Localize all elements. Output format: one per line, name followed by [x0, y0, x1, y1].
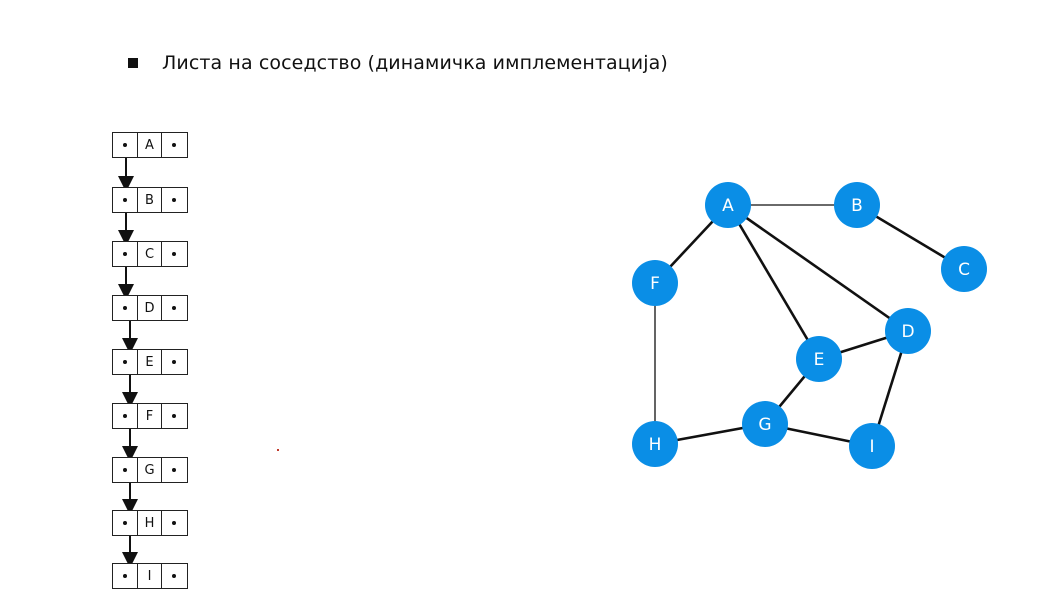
pointer-dot-icon: [172, 252, 176, 256]
pointer-dot-icon: [123, 468, 127, 472]
list-node-g: G: [112, 457, 188, 483]
pointer-dot-icon: [123, 360, 127, 364]
graph-node-label: G: [758, 415, 771, 435]
pointer-dot-icon: [172, 468, 176, 472]
edge-a-e: [726, 204, 821, 360]
list-node-label: A: [137, 133, 162, 157]
bullet-square-icon: [128, 58, 138, 68]
list-node-label: D: [137, 296, 162, 320]
pointer-dot-icon: [123, 143, 127, 147]
edge-a-d: [727, 203, 909, 333]
graph-node-h: H: [632, 421, 678, 467]
pointer-dot-icon: [172, 306, 176, 310]
list-node-label: I: [137, 564, 162, 588]
graph-node-circle: [849, 423, 895, 469]
graph-node-circle: [705, 182, 751, 228]
list-pointer-left: [113, 350, 137, 374]
list-pointer-left: [113, 458, 137, 482]
graph-node-label: I: [869, 437, 874, 457]
graph-node-c: C: [941, 246, 987, 292]
list-arrows: [118, 156, 138, 568]
pointer-dot-icon: [172, 360, 176, 364]
pointer-dot-icon: [123, 306, 127, 310]
list-node-c: C: [112, 241, 188, 267]
graph-node-label: C: [958, 260, 970, 280]
list-pointer-right: [162, 564, 186, 588]
list-node-h: H: [112, 510, 188, 536]
pointer-dot-icon: [172, 143, 176, 147]
list-node-label: B: [137, 188, 162, 212]
list-pointer-left: [113, 404, 137, 428]
graph-node-label: H: [649, 435, 662, 455]
pointer-dot-icon: [172, 521, 176, 525]
graph-node-label: B: [851, 196, 863, 216]
graph-node-label: F: [650, 274, 660, 294]
list-pointer-left: [113, 564, 137, 588]
graph-node-e: E: [796, 336, 842, 382]
list-pointer-left: [113, 242, 137, 266]
graph-node-circle: [796, 336, 842, 382]
list-node-d: D: [112, 295, 188, 321]
graph-node-d: D: [885, 308, 931, 354]
list-node-f: F: [112, 403, 188, 429]
graph-node-circle: [941, 246, 987, 292]
list-pointer-right: [162, 133, 186, 157]
graph-node-g: G: [742, 401, 788, 447]
pointer-dot-icon: [123, 574, 127, 578]
list-node-i: I: [112, 563, 188, 589]
list-node-label: E: [137, 350, 162, 374]
pointer-dot-icon: [123, 521, 127, 525]
list-pointer-right: [162, 350, 186, 374]
list-pointer-right: [162, 511, 186, 535]
graph-node-circle: [632, 421, 678, 467]
list-pointer-right: [162, 296, 186, 320]
list-pointer-left: [113, 188, 137, 212]
graph-node-a: A: [705, 182, 751, 228]
pointer-dot-icon: [123, 414, 127, 418]
pointer-dot-icon: [172, 198, 176, 202]
graph-node-circle: [834, 182, 880, 228]
graph-node-label: A: [722, 196, 734, 216]
graph-node-circle: [885, 308, 931, 354]
adjacency-list: A B C D E F G H I: [0, 0, 300, 599]
list-node-b: B: [112, 187, 188, 213]
graph-node-label: D: [901, 322, 914, 342]
graph-node-label: E: [814, 350, 825, 370]
graph-node-b: B: [834, 182, 880, 228]
list-pointer-right: [162, 188, 186, 212]
slide-title: Листа на соседство (динамичка имплемента…: [162, 52, 668, 74]
pointer-dot-icon: [123, 252, 127, 256]
list-pointer-right: [162, 458, 186, 482]
pointer-dot-icon: [123, 198, 127, 202]
list-pointer-left: [113, 296, 137, 320]
list-node-a: A: [112, 132, 188, 158]
list-node-label: C: [137, 242, 162, 266]
stray-dot: [277, 449, 279, 451]
pointer-dot-icon: [172, 414, 176, 418]
pointer-dot-icon: [172, 574, 176, 578]
list-node-label: G: [137, 458, 162, 482]
graph-node-circle: [632, 260, 678, 306]
list-node-label: F: [137, 404, 162, 428]
list-node-e: E: [112, 349, 188, 375]
title-row: Листа на соседство (динамичка имплемента…: [128, 52, 668, 74]
list-pointer-left: [113, 511, 137, 535]
list-node-label: H: [137, 511, 162, 535]
list-pointer-right: [162, 242, 186, 266]
graph-node-i: I: [849, 423, 895, 469]
list-pointer-left: [113, 133, 137, 157]
graph-node-f: F: [632, 260, 678, 306]
graph-node-circle: [742, 401, 788, 447]
list-pointer-right: [162, 404, 186, 428]
